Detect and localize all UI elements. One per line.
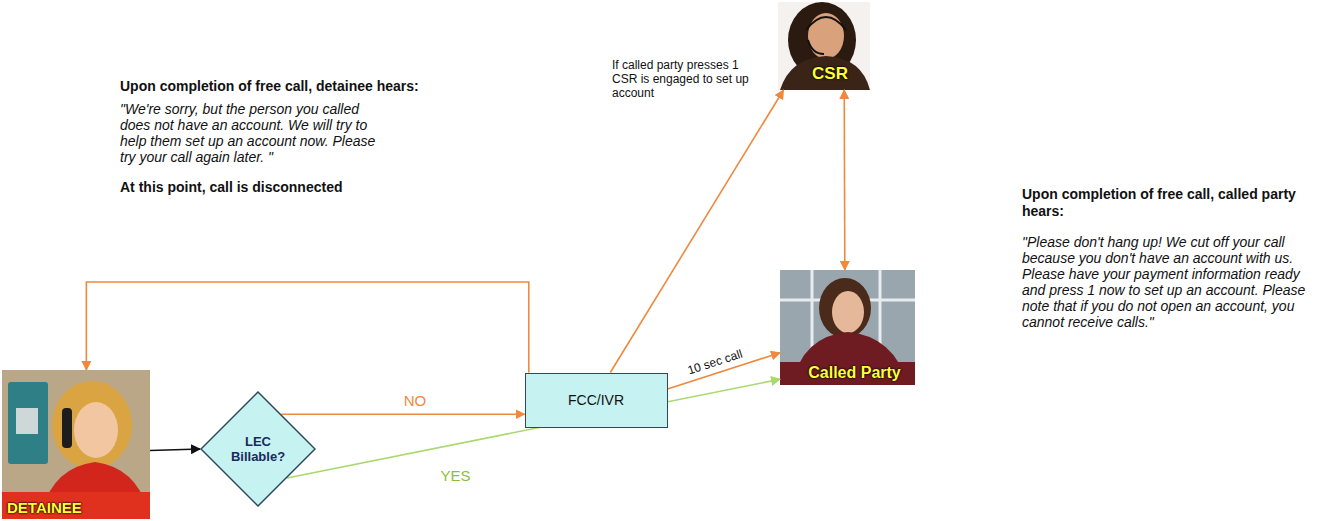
label-ground xyxy=(2,492,150,519)
connector-arrow xyxy=(150,449,200,450)
face xyxy=(808,13,844,59)
decision-diamond: LEC Billable? xyxy=(200,391,316,507)
face xyxy=(832,291,864,333)
text-column: If called party presses 1 CSR is engaged… xyxy=(612,58,758,100)
photo-background xyxy=(778,2,870,90)
called-party-photo: Called Party xyxy=(780,270,915,385)
node-label: Called Party xyxy=(808,364,900,382)
note-heading: Upon completion of free call, detainee h… xyxy=(120,78,420,95)
connector-arrow xyxy=(86,282,528,373)
diamond-shape xyxy=(201,392,315,506)
jacket xyxy=(792,332,908,385)
headset-mic xyxy=(808,40,824,54)
face xyxy=(74,402,118,458)
payphone-keypad xyxy=(16,408,38,434)
csr-photo: CSR xyxy=(778,2,870,90)
headset xyxy=(806,17,846,30)
csr-illustration xyxy=(778,2,870,90)
edge-label: NO xyxy=(404,392,427,409)
hair xyxy=(52,381,132,469)
note-heading: Upon completion of free call, called par… xyxy=(1022,186,1322,220)
payphone xyxy=(8,382,48,464)
window-background xyxy=(780,270,915,385)
node-label: DETAINEE xyxy=(7,499,82,516)
node-label: FCC/IVR xyxy=(568,392,624,408)
edge-label: YES xyxy=(441,466,471,483)
connector-arrow xyxy=(610,90,783,373)
shoulders xyxy=(780,56,870,90)
text-column: Upon completion of free call, called par… xyxy=(1022,186,1322,330)
note-text: If called party presses 1 CSR is engaged… xyxy=(612,58,758,100)
hair xyxy=(819,278,871,338)
connector-arrow xyxy=(281,413,524,415)
quote-text: "We're sorry, but the person you called … xyxy=(120,101,385,165)
note-heading: At this point, call is disconnected xyxy=(120,179,420,196)
detainee-illustration xyxy=(2,370,150,519)
node-label: LEC Billable? xyxy=(225,434,291,464)
connector-arrow xyxy=(843,90,845,270)
process-box: FCC/IVR xyxy=(525,373,668,428)
node-label: CSR xyxy=(812,64,848,84)
called-party-illustration xyxy=(780,270,915,385)
quote-text: "Please don't hang up! We cut off your c… xyxy=(1022,234,1322,330)
label-ground xyxy=(780,362,915,385)
detainee-photo: DETAINEE xyxy=(2,370,150,519)
wall-background xyxy=(2,370,150,519)
handset xyxy=(62,408,72,448)
text-column: Upon completion of free call, detainee h… xyxy=(120,78,420,196)
